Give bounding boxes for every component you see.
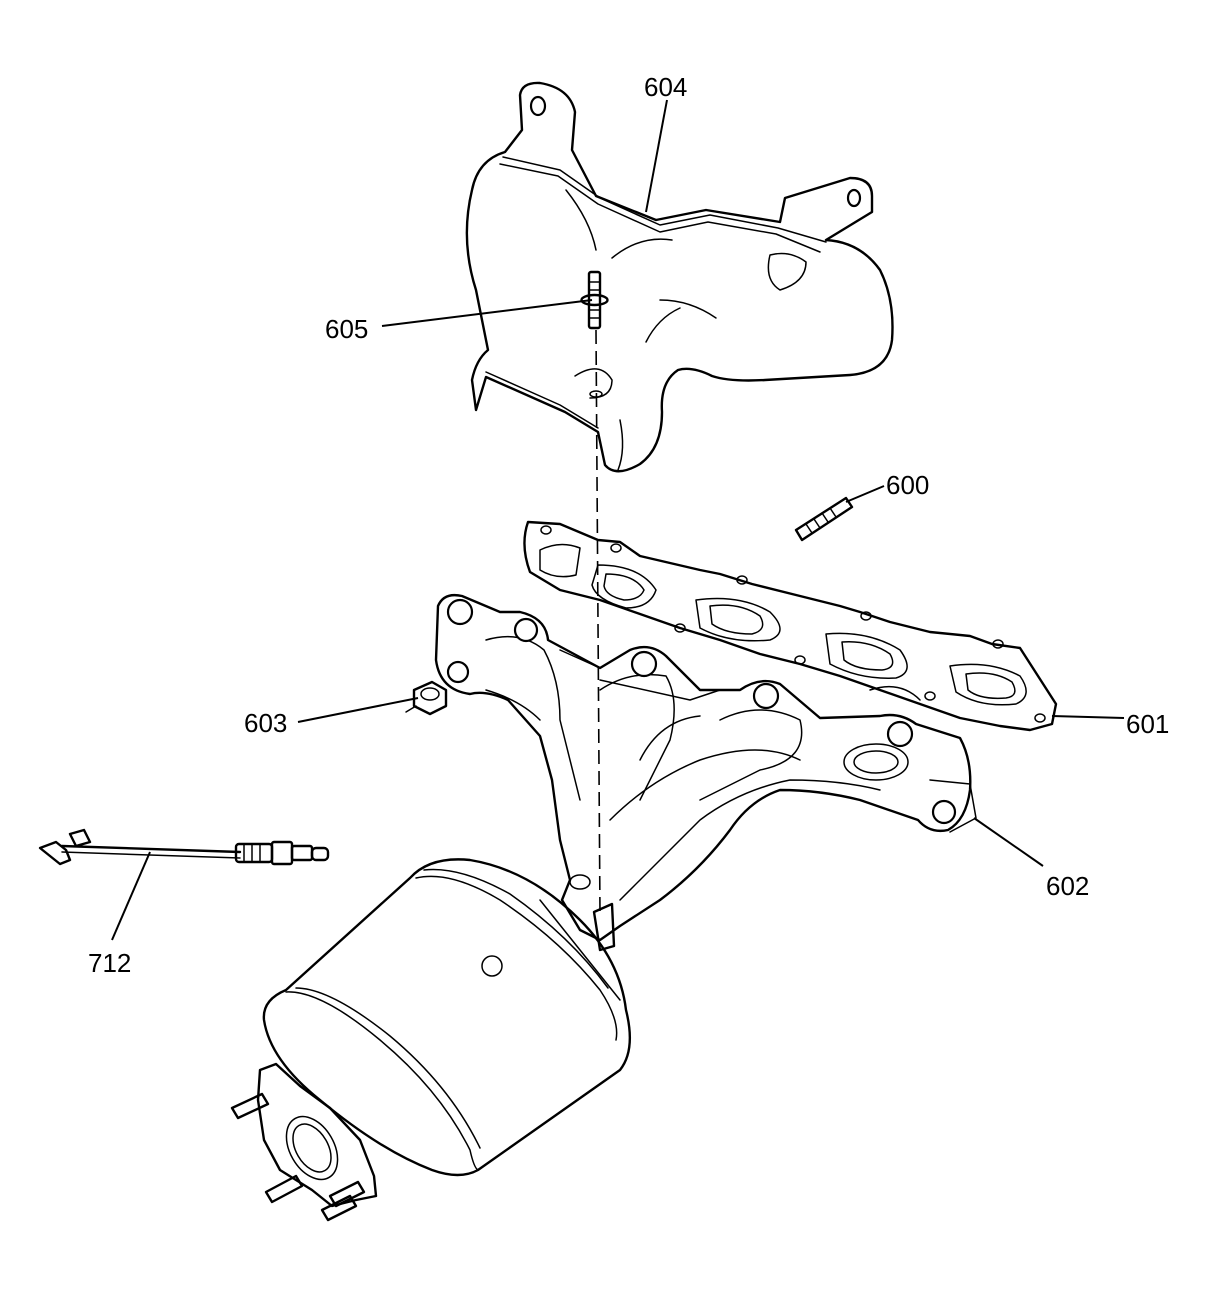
callout-600: 600: [886, 470, 929, 500]
callout-604: 604: [644, 72, 687, 102]
leader-605: [381, 299, 593, 327]
leader-602: [973, 817, 1044, 867]
leader-603: [297, 697, 419, 723]
leader-601: [1051, 715, 1125, 719]
callout-712: 712: [88, 948, 131, 978]
leader-lines: [111, 99, 1125, 941]
callout-601: 601: [1126, 709, 1169, 739]
manifold-nut: [405, 680, 448, 716]
exhaust-manifold: [434, 593, 977, 952]
heat-shield-stud: [580, 270, 609, 330]
leader-712: [111, 851, 151, 941]
oxygen-sensor: [38, 828, 330, 866]
leader-604: [645, 99, 668, 213]
manifold-stud: [794, 496, 854, 542]
callout-602: 602: [1046, 871, 1089, 901]
assembly-alignment-line: [595, 329, 601, 916]
leader-600: [845, 485, 885, 503]
callout-605: 605: [325, 314, 368, 344]
exhaust-manifold-gasket: [523, 520, 1058, 732]
heat-shield: [465, 81, 894, 473]
catalytic-converter: [230, 858, 631, 1222]
callout-603: 603: [244, 708, 287, 738]
